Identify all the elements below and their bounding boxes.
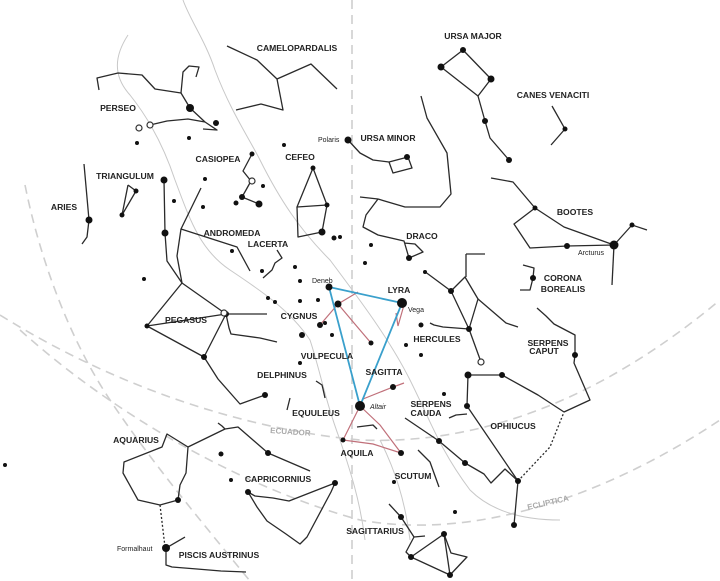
label-formalhaut: Formalhaut: [117, 546, 152, 553]
altair-star: [355, 401, 365, 411]
label-ursa-major: URSA MAJOR: [444, 31, 502, 41]
label-bootes: BOOTES: [557, 207, 594, 217]
label-scutum: SCUTUM: [395, 471, 432, 481]
formalhaut-star: [162, 544, 170, 552]
stars: [3, 47, 635, 578]
label-triangulum: TRIANGULUM: [96, 171, 154, 181]
label-aquila: AQUILA: [341, 448, 374, 458]
label-capricornius: CAPRICORNIUS: [245, 474, 312, 484]
label-arcturus: Arcturus: [578, 250, 605, 257]
label-piscis-austrinus: PISCIS AUSTRINUS: [179, 550, 260, 560]
label-casiopea: CASIOPEA: [196, 154, 241, 164]
label-lacerta: LACERTA: [248, 239, 288, 249]
constellation-labels: CAMELOPARDALIS PERSEO CASIOPEA CEFEO URS…: [51, 31, 594, 560]
label-perseo: PERSEO: [100, 103, 136, 113]
vega-star: [397, 298, 407, 308]
label-cefeo: CEFEO: [285, 152, 315, 162]
label-sagittarius: SAGITTARIUS: [346, 526, 404, 536]
label-ophiucus: OPHIUCUS: [490, 421, 536, 431]
polaris-star: [344, 136, 352, 144]
label-deneb: Deneb: [312, 278, 333, 285]
constellation-lines: [81, 45, 648, 576]
label-draco: DRACO: [406, 231, 438, 241]
label-hercules: HERCULES: [413, 334, 461, 344]
deneb-star: [325, 283, 333, 291]
equator-line: [0, 299, 720, 442]
label-polaris: Polaris: [318, 137, 340, 144]
variable-stars: [135, 121, 485, 366]
label-ecliptic: ECLIPTICA: [526, 494, 569, 512]
label-aries: ARIES: [51, 202, 78, 212]
label-sagitta: SAGITTA: [365, 367, 402, 377]
label-equator: ECUADOR: [270, 426, 311, 438]
label-vulpecula: VULPECULA: [301, 351, 354, 361]
label-serpens-caput: SERPENS: [527, 338, 568, 348]
label-ursa-minor: URSA MINOR: [360, 133, 416, 143]
reference-labels: ECUADOR ECLIPTICA: [270, 426, 570, 512]
label-equuleus: EQUULEUS: [292, 408, 340, 418]
label-corona-borealis: CORONA: [544, 273, 582, 283]
label-camelopardalis: CAMELOPARDALIS: [257, 43, 338, 53]
arcturus-star: [609, 240, 619, 250]
label-andromeda: ANDROMEDA: [204, 228, 261, 238]
label-vega: Vega: [408, 307, 424, 314]
label-corona-borealis-2: BOREALIS: [541, 284, 586, 294]
label-serpens-cauda: SERPENS: [410, 399, 451, 409]
label-delphinus: DELPHINUS: [257, 370, 307, 380]
label-aquarius: AQUARIUS: [113, 435, 159, 445]
summer-triangle: [327, 285, 404, 409]
label-altair: Altair: [369, 404, 387, 411]
label-pegasus: PEGASUS: [165, 315, 207, 325]
ecliptic-line: [19, 329, 720, 526]
label-lyra: LYRA: [388, 285, 411, 295]
label-serpens-caput-2: CAPUT: [529, 346, 559, 356]
star-labels: Polaris Arcturus Deneb Vega Altair Forma…: [117, 137, 605, 553]
label-canes-venaciti: CANES VENACITI: [517, 90, 590, 100]
label-cygnus: CYGNUS: [281, 311, 318, 321]
label-serpens-cauda-2: CAUDA: [410, 408, 441, 418]
